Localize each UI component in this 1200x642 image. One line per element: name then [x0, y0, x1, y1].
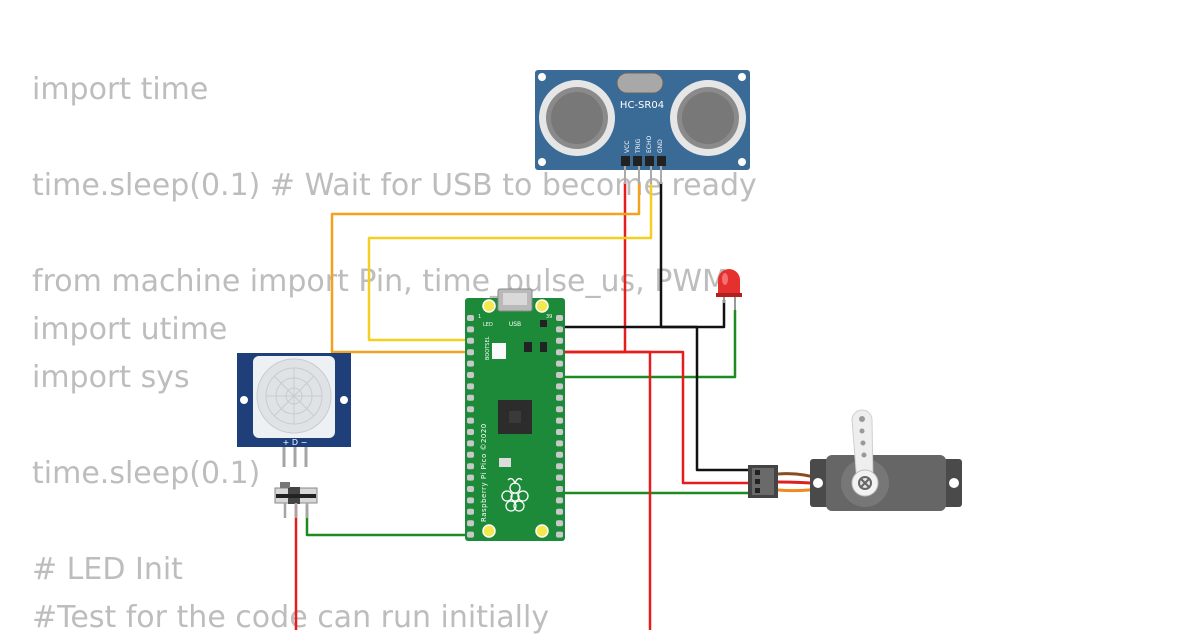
led-silk-label: LED [483, 322, 493, 328]
slide-switch[interactable] [274, 482, 318, 518]
pin-pad[interactable] [556, 531, 563, 538]
pin-pad[interactable] [467, 349, 474, 356]
pin-pad[interactable] [467, 337, 474, 344]
pin-pad[interactable] [467, 440, 474, 447]
pico-left-pin-pads [467, 315, 474, 538]
pin-pad[interactable] [556, 474, 563, 481]
pin-pad[interactable] [556, 337, 563, 344]
code-line: time.sleep(0.1) [32, 456, 261, 491]
red-led[interactable] [716, 269, 742, 310]
pico-right-pin-pads [556, 315, 563, 538]
sensor-pin-legs [624, 166, 662, 184]
pin-pad[interactable] [556, 520, 563, 527]
wire-orange-sr04-trig[interactable] [330, 182, 641, 354]
pin-pad[interactable] [467, 451, 474, 458]
pin-pad[interactable] [556, 326, 563, 333]
pin-pad[interactable] [467, 326, 474, 333]
servo-motor[interactable] [748, 409, 962, 511]
pin-pad[interactable] [556, 383, 563, 390]
pin-pad[interactable] [467, 508, 474, 515]
pir-motion-sensor[interactable]: + D − [237, 353, 351, 467]
code-line: import sys [32, 360, 190, 395]
pin-pad[interactable] [556, 451, 563, 458]
pin-pad[interactable] [556, 463, 563, 470]
pir-pin-labels: + D − [283, 438, 308, 447]
pin-pad[interactable] [467, 486, 474, 492]
pin-1-label: 1 [478, 314, 481, 320]
ultrasonic-transducer-right [670, 80, 746, 156]
wire-yellow-sr04-echo[interactable] [367, 182, 653, 342]
pin-pad[interactable] [556, 315, 563, 321]
wire-red-down[interactable] [550, 350, 652, 630]
pin-pad[interactable] [467, 394, 474, 401]
pir-dome-pattern [265, 367, 323, 425]
pin-pad[interactable] [467, 372, 474, 378]
wire-black-sr04-gnd[interactable] [550, 182, 663, 329]
pin-pad[interactable] [556, 372, 563, 378]
pin-39-label: 39 [546, 314, 552, 320]
pir-pin-legs [282, 447, 308, 467]
pin-label-vcc: VCC [624, 141, 631, 153]
pin-pad[interactable] [556, 417, 563, 424]
code-line: time.sleep(0.1) # Wait for USB to become… [32, 168, 757, 203]
wire-black-led[interactable] [661, 300, 726, 329]
code-line: import time [32, 72, 209, 107]
servo-screw-icon [858, 476, 872, 490]
wire-black-servo-gnd[interactable] [661, 325, 752, 472]
pin-pad[interactable] [467, 463, 474, 470]
pin-pad[interactable] [556, 360, 563, 367]
pin-pad[interactable] [467, 429, 474, 435]
pin-pad[interactable] [467, 360, 474, 367]
hc-sr04-sensor[interactable]: HC-SR04 VCC TRIG ECHO GND [535, 70, 750, 184]
pin-label-gnd: GND [657, 139, 664, 153]
pin-label-trig: TRIG [635, 138, 642, 154]
pin-pad[interactable] [467, 497, 474, 504]
pin-pad[interactable] [467, 417, 474, 424]
servo-horn [851, 409, 879, 497]
pin-pad[interactable] [556, 394, 563, 401]
sensor-model-label: HC-SR04 [620, 100, 664, 111]
raspberry-pi-logo-icon [501, 477, 529, 512]
pin-pad[interactable] [467, 406, 474, 413]
pin-pad[interactable] [556, 497, 563, 504]
usb-label: USB [509, 321, 521, 328]
bootsel-label: BOOTSEL [485, 336, 491, 360]
sensor-header-pins [621, 156, 666, 166]
pin-pad[interactable] [556, 429, 563, 435]
pin-pad[interactable] [556, 406, 563, 413]
pin-label-echo: ECHO [646, 136, 653, 153]
pin-pad[interactable] [556, 440, 563, 447]
pin-pad[interactable] [556, 508, 563, 515]
pin-pad[interactable] [467, 520, 474, 527]
code-line: # LED Init [32, 552, 183, 587]
pin-pad[interactable] [467, 474, 474, 481]
pin-pad[interactable] [467, 315, 474, 321]
ultrasonic-transducer-left [539, 80, 615, 156]
pin-pad[interactable] [467, 383, 474, 390]
board-name-label: Raspberry Pi Pico ©2020 [480, 423, 488, 522]
code-line: import utime [32, 312, 228, 347]
pin-pad[interactable] [467, 531, 474, 538]
wire-green-led[interactable] [550, 310, 737, 379]
raspberry-pi-pico[interactable]: USB 1 39 LED BOOTSEL Raspberry Pi Pico ©… [465, 288, 565, 541]
wire-green-switch[interactable] [305, 505, 470, 537]
pin-pad[interactable] [556, 349, 563, 356]
pin-pad[interactable] [556, 486, 563, 492]
